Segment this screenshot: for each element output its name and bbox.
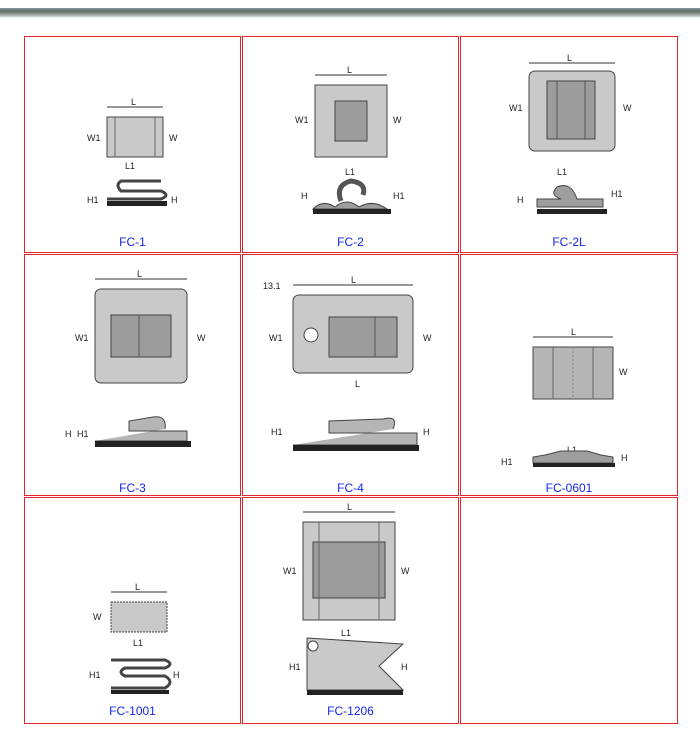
fc-3-w1-label: W1 [75, 333, 89, 343]
fc-2-caption: FC-2 [337, 235, 364, 249]
fc-2-l-label: L [347, 65, 352, 75]
product-card-fc-0601: L W L1 H1 H FC-0601 [460, 254, 678, 496]
fc-0601-w-label: W [619, 367, 628, 377]
fc-3-caption: FC-3 [119, 481, 146, 495]
product-card-fc-1206: L W1 W L1 H1 H FC-1206 [242, 497, 459, 724]
fc-0601-h-label: H [621, 453, 628, 463]
fc-1-h-label: H [171, 195, 178, 205]
fc-4-l-label: L [351, 275, 356, 285]
fc-2l-l1-label: L1 [557, 167, 567, 177]
fc-2l-w1-label: W1 [509, 103, 523, 113]
fc-2-drawing: L W1 W L1 H H1 [295, 65, 405, 214]
fc-1206-caption: FC-1206 [327, 704, 374, 718]
fc-2l-w-label: W [623, 103, 632, 113]
fc-1001-caption: FC-1001 [109, 704, 156, 718]
fc-1001-drawing: L W L1 H1 H [89, 582, 180, 694]
fc-2-h1-label: H1 [393, 191, 405, 201]
fc-1001-h1-label: H1 [89, 670, 101, 680]
fc-2l-l-label: L [567, 53, 572, 63]
fc-2-l1-label: L1 [345, 167, 355, 177]
product-card-fc-2: L W1 W L1 H H1 FC-2 [242, 36, 459, 253]
fc-1001-l1-label: L1 [133, 638, 143, 648]
fc-1-h1-label: H1 [87, 195, 99, 205]
fc-2-w1-label: W1 [295, 115, 309, 125]
fc-2-h-label: H [301, 191, 308, 201]
fc-1206-drawing: L W1 W L1 H1 H [283, 502, 410, 695]
fc-3-drawing: L W1 W H H1 [65, 269, 206, 447]
fc-1001-l-label: L [135, 582, 140, 592]
fc-1206-l-label: L [347, 502, 352, 512]
fc-0601-h1-label: H1 [501, 457, 513, 467]
fc-3-w-label: W [197, 333, 206, 343]
fc-0601-drawing: L W L1 H1 H [501, 327, 628, 467]
fc-1206-h-label: H [401, 662, 408, 672]
fc-1001-w-label: W [93, 612, 102, 622]
product-grid: L W1 W L1 H1 H FC-1 L W1 W L1 H H1 FC-2 [24, 36, 678, 724]
fc-4-h1-label: H1 [271, 427, 283, 437]
fc-0601-l1-label: L1 [567, 445, 577, 455]
fc-2l-drawing: L W1 W L1 H H1 [509, 53, 632, 214]
fc-1206-w-label: W [401, 566, 410, 576]
fc-2l-caption: FC-2L [552, 235, 586, 249]
fc-1206-h1-label: H1 [289, 662, 301, 672]
empty-card [460, 497, 678, 724]
fc-0601-l-label: L [571, 327, 576, 337]
fc-4-w-label: W [423, 333, 432, 343]
fc-1-l1-label: L1 [125, 161, 135, 171]
fc-2l-h-label: H [517, 195, 524, 205]
fc-3-l-label: L [137, 269, 142, 279]
fc-1-l-label: L [131, 97, 136, 107]
product-card-fc-4: L 13.1 W1 W L H1 H FC-4 [242, 254, 459, 496]
fc-0601-caption: FC-0601 [545, 481, 593, 495]
product-card-fc-2l: L W1 W L1 H H1 FC-2L [460, 36, 678, 253]
fc-3-h1-label: H1 [77, 429, 89, 439]
fc-2l-h1-label: H1 [611, 189, 623, 199]
fc-4-caption: FC-4 [337, 481, 364, 495]
fc-1206-w1-label: W1 [283, 566, 297, 576]
fc-4-hole-label: 13.1 [263, 281, 281, 291]
fc-2-w-label: W [393, 115, 402, 125]
fc-3-h-label: H [65, 429, 72, 439]
fc-4-l-bottom-label: L [355, 379, 360, 389]
fc-4-drawing: L 13.1 W1 W L H1 H [263, 275, 432, 451]
fc-1-w1-label: W1 [87, 133, 101, 143]
fc-1001-h-label: H [173, 670, 180, 680]
fc-1-w-label: W [169, 133, 178, 143]
fc-1-caption: FC-1 [119, 235, 146, 249]
fc-1206-l1-label: L1 [341, 628, 351, 638]
product-card-fc-1: L W1 W L1 H1 H FC-1 [24, 36, 241, 253]
product-card-fc-1001: L W L1 H1 H FC-1001 [24, 497, 241, 724]
fc-4-w1-label: W1 [269, 333, 283, 343]
product-card-fc-3: L W1 W H H1 FC-3 [24, 254, 241, 496]
decorative-header-band [0, 0, 700, 22]
fc-1-drawing: L W1 W L1 H1 H [87, 97, 178, 206]
fc-4-h-label: H [423, 427, 430, 437]
